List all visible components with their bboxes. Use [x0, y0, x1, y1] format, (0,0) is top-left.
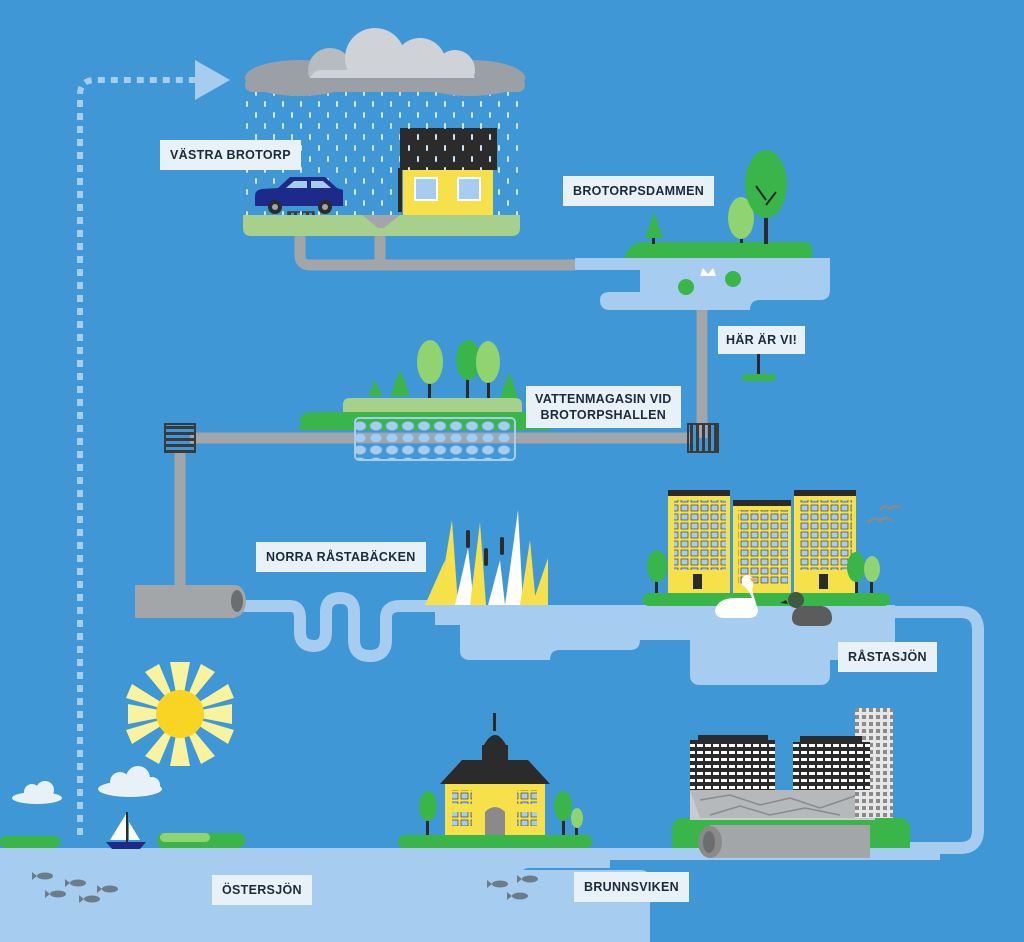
label-vattenmagasin-line1: VATTENMAGASIN VID: [535, 392, 672, 406]
label-brotorpsdammen: BROTORPSDAMMEN: [563, 176, 715, 206]
water-lilies: [678, 268, 741, 295]
manor-building: [398, 713, 592, 848]
label-ostersjon: ÖSTERSJÖN: [212, 875, 312, 905]
stream-meander: [239, 592, 446, 662]
birds: [867, 504, 901, 524]
label-vastra-brotorp: VÄSTRA BROTORP: [160, 140, 301, 170]
vattenmagasin-trees: [368, 340, 518, 398]
brotorpsdammen-water: [575, 258, 830, 310]
outlet-pipe: [135, 585, 235, 618]
office-complex: [672, 708, 910, 858]
duck-icon: [780, 592, 832, 626]
shore-left: [0, 836, 60, 848]
water-channel-right: [880, 606, 984, 854]
evaporation-arrow-head: [195, 60, 230, 100]
swan-icon: [715, 575, 760, 618]
label-norra-rastabacken: NORRA RÅSTABÄCKEN: [256, 542, 426, 572]
label-har-ar-vi: HÄR ÄR VI!: [718, 326, 806, 354]
fish-group-brunnsviken: [487, 875, 538, 900]
reeds: [425, 510, 548, 605]
rastasjon-water: [640, 605, 895, 685]
fish-group-ostersjon: [32, 872, 118, 903]
label-vattenmagasin: VATTENMAGASIN VID BROTORPSHALLEN: [526, 386, 681, 428]
brotorpsdammen-island: [625, 150, 812, 258]
yellow-house: [398, 128, 497, 215]
har-ar-vi-sign-post: [742, 352, 776, 381]
car-icon: [255, 177, 343, 214]
house-drain-funnel: [362, 215, 400, 228]
rastabacken-pool: [435, 605, 640, 660]
drain-grate-left: [164, 423, 196, 453]
label-rastasjon: RÅSTASJÖN: [838, 642, 937, 672]
rastasjon-buildings: [643, 490, 890, 606]
label-brunnsviken: BRUNNSVIKEN: [574, 872, 689, 902]
label-vattenmagasin-line2: BROTORPSHALLEN: [540, 408, 667, 422]
small-clouds: [12, 766, 162, 804]
sailboat-icon: [106, 812, 146, 849]
drain-grate-right: [687, 423, 719, 453]
water-bodies: [0, 258, 940, 942]
rain-cloud: [245, 28, 525, 96]
vattenmagasin-hill: [300, 398, 550, 461]
sun-icon: [126, 662, 234, 766]
